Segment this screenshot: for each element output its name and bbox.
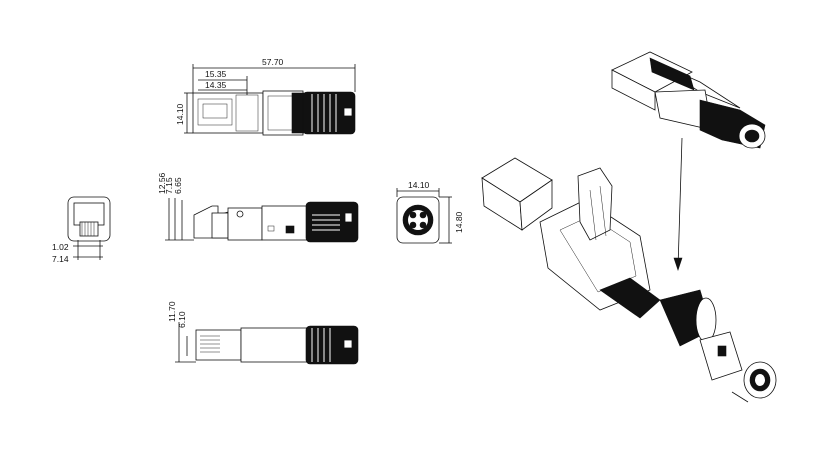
dim-side-height-c: 6.65 bbox=[173, 177, 183, 194]
dim-rear-height: 14.80 bbox=[454, 211, 464, 233]
side-view: 12.56 7.15 6.65 bbox=[157, 172, 359, 243]
dim-front-small-a: 1.02 bbox=[52, 242, 69, 252]
dim-front-small-b: 7.14 bbox=[52, 254, 69, 264]
rear-view: 14.10 14.80 bbox=[396, 180, 464, 244]
dim-top-length-a: 15.35 bbox=[205, 69, 227, 79]
front-view: 1.02 7.14 bbox=[52, 196, 111, 264]
dim-top-height: 14.10 bbox=[175, 103, 185, 125]
top-view: 57.70 15.35 14.35 14.10 bbox=[175, 57, 356, 136]
dim-side-height-b: 7.15 bbox=[164, 177, 174, 194]
dim-side-height-a: 12.56 bbox=[157, 172, 167, 194]
bottom-view: 11.70 6.10 bbox=[167, 301, 359, 365]
dim-bottom-height-a: 11.70 bbox=[167, 301, 177, 322]
dim-top-length-b: 14.35 bbox=[205, 80, 227, 90]
dim-bottom-height-b: 6.10 bbox=[177, 311, 187, 328]
dim-rear-width: 14.10 bbox=[408, 180, 430, 190]
dim-overall-length: 57.70 bbox=[262, 57, 284, 67]
isometric-assembled-connector bbox=[611, 51, 766, 271]
isometric-exploded-parts bbox=[481, 157, 777, 403]
